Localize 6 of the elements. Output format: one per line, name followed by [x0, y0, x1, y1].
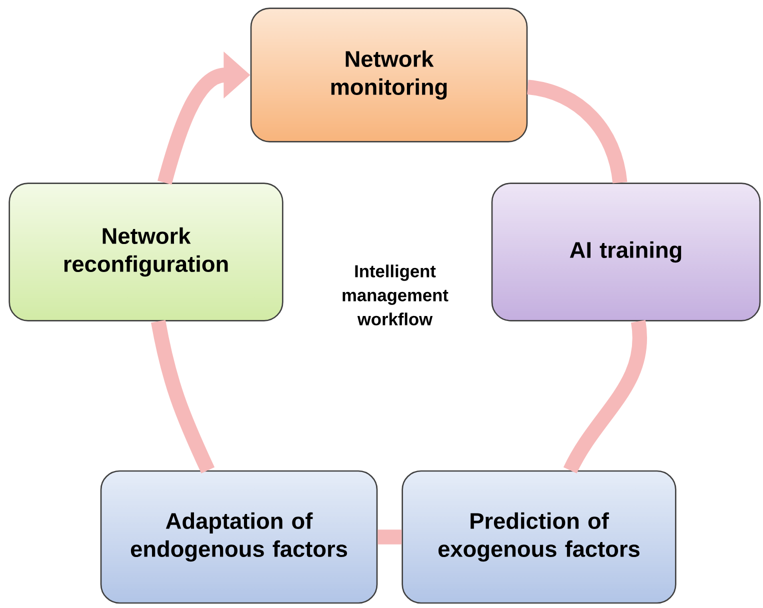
- process-box: Network reconfiguration: [8, 182, 284, 322]
- process-box: Adaptation of endogenous factors: [100, 470, 378, 604]
- center-label: Intelligent management workflow: [342, 264, 448, 326]
- process-box: Network monitoring: [250, 8, 528, 142]
- process-box: AI training: [491, 182, 761, 322]
- process-box: Prediction of exogenous factors: [402, 470, 676, 604]
